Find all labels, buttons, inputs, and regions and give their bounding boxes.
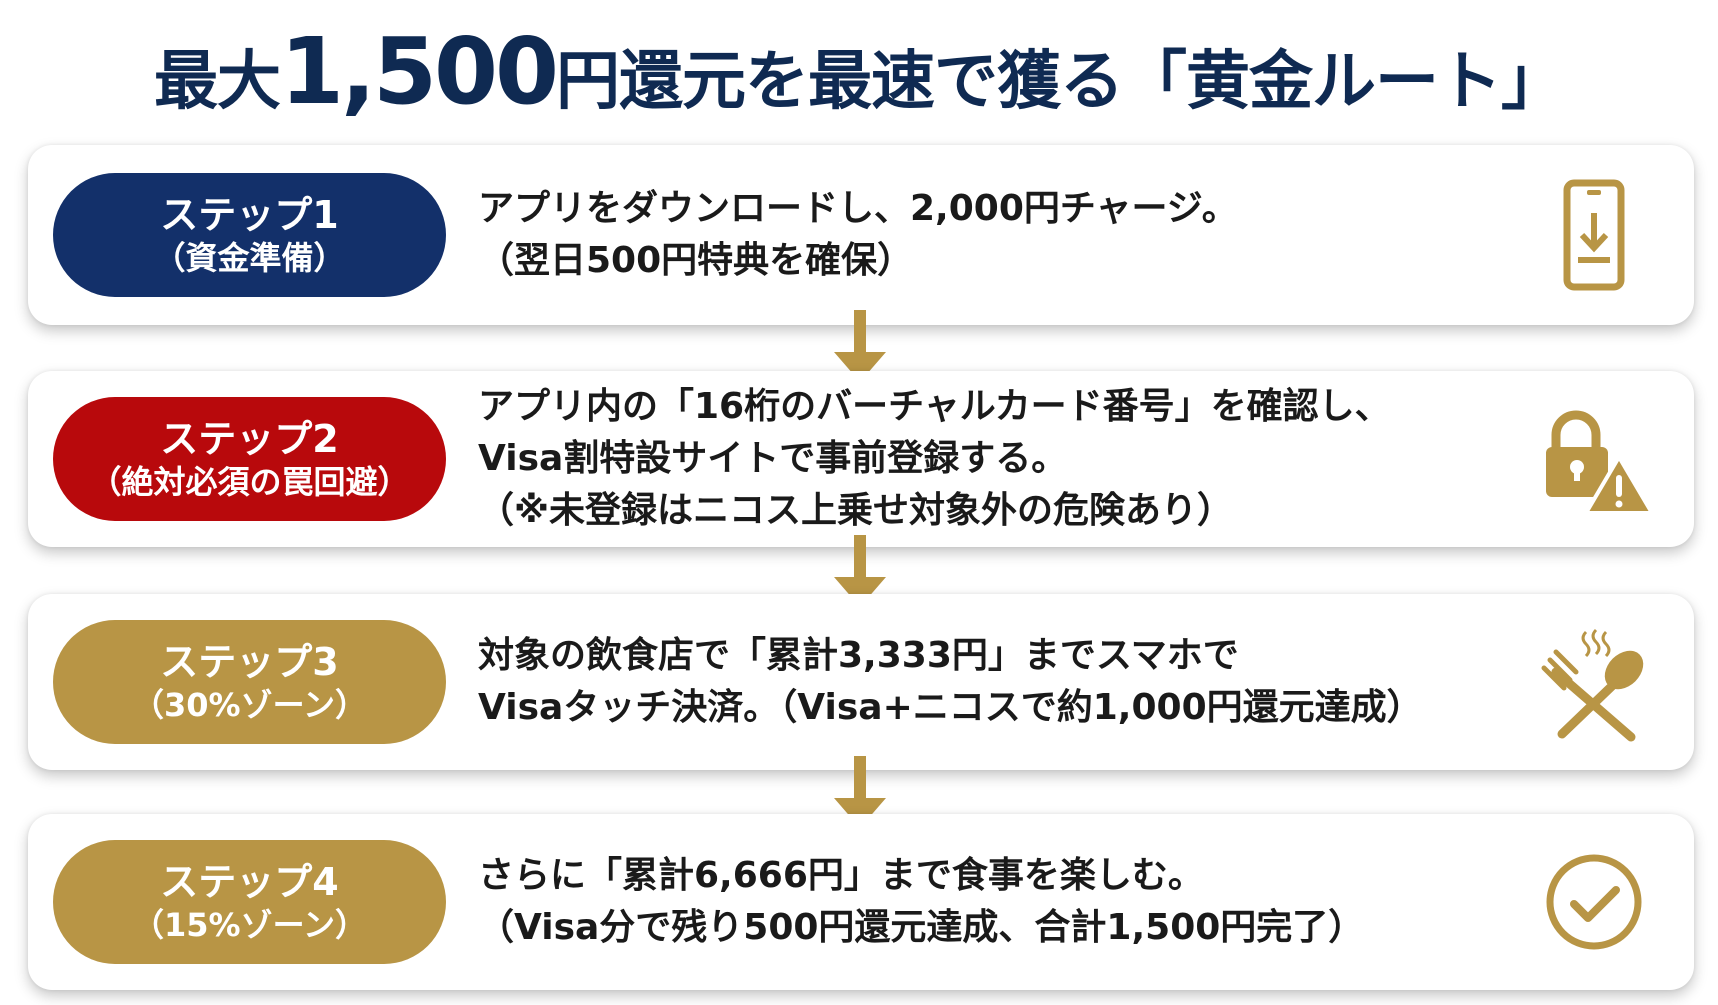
step-badge-3: ステップ3 （30%ゾーン） bbox=[53, 620, 446, 744]
step-line: （翌日500円特典を確保） bbox=[478, 240, 914, 281]
step-label: ステップ4 bbox=[160, 860, 339, 904]
step-sublabel: （資金準備） bbox=[153, 239, 346, 277]
step-line: さらに「累計6,666円」まで食事を楽しむ。 bbox=[478, 855, 1204, 896]
step-card-3: ステップ3 （30%ゾーン） 対象の飲食店で「累計3,333円」までスマホで V… bbox=[28, 594, 1694, 770]
arrow-down-icon bbox=[834, 310, 886, 382]
step-sublabel: （15%ゾーン） bbox=[132, 906, 367, 944]
arrow-down-icon bbox=[834, 756, 886, 828]
arrow-down-icon bbox=[834, 535, 886, 607]
step-sublabel: （絶対必須の罠回避） bbox=[89, 463, 410, 501]
step-description: アプリ内の「16桁のバーチャルカード番号」を確認し、 Visa割特設サイトで事前… bbox=[478, 381, 1391, 537]
step-label: ステップ3 bbox=[160, 640, 339, 684]
lock-warning-icon bbox=[1546, 410, 1654, 515]
step-label: ステップ2 bbox=[160, 417, 339, 461]
step-description: さらに「累計6,666円」まで食事を楽しむ。 （Visa分で残り500円還元達成… bbox=[478, 850, 1364, 954]
step-line: （※未登録はニコス上乗せ対象外の危険あり） bbox=[478, 490, 1233, 531]
fork-spoon-icon bbox=[1541, 628, 1644, 742]
step-card-2: ステップ2 （絶対必須の罠回避） アプリ内の「16桁のバーチャルカード番号」を確… bbox=[28, 371, 1694, 547]
check-circle-icon bbox=[1546, 854, 1642, 950]
step-description: 対象の飲食店で「累計3,333円」までスマホで Visaタッチ決済。（Visa+… bbox=[478, 630, 1423, 734]
step-sublabel: （30%ゾーン） bbox=[132, 686, 367, 724]
step-line: Visa割特設サイトで事前登録する。 bbox=[478, 438, 1068, 479]
step-label: ステップ1 bbox=[160, 193, 339, 237]
title-prefix: 最大 bbox=[153, 45, 281, 119]
step-card-4: ステップ4 （15%ゾーン） さらに「累計6,666円」まで食事を楽しむ。 （V… bbox=[28, 814, 1694, 990]
page-title: 最大1,500円還元を最速で獲る「黄金ルート」 bbox=[0, 18, 1718, 125]
step-badge-4: ステップ4 （15%ゾーン） bbox=[53, 840, 446, 964]
title-suffix: 円還元を最速で獲る「黄金ルート」 bbox=[556, 45, 1565, 119]
step-line: 対象の飲食店で「累計3,333円」までスマホで bbox=[478, 635, 1239, 676]
step-badge-1: ステップ1 （資金準備） bbox=[53, 173, 446, 297]
step-line: アプリをダウンロードし、2,000円チャージ。 bbox=[478, 188, 1238, 229]
step-line: アプリ内の「16桁のバーチャルカード番号」を確認し、 bbox=[478, 386, 1391, 427]
step-badge-2: ステップ2 （絶対必須の罠回避） bbox=[53, 397, 446, 521]
step-line: （Visa分で残り500円還元達成、合計1,500円完了） bbox=[478, 907, 1365, 948]
step-line: Visaタッチ決済。（Visa+ニコスで約1,000円還元達成） bbox=[478, 687, 1423, 728]
phone-download-icon bbox=[1563, 179, 1625, 291]
step-description: アプリをダウンロードし、2,000円チャージ。 （翌日500円特典を確保） bbox=[478, 183, 1238, 287]
title-amount: 1,500 bbox=[279, 18, 559, 125]
step-card-1: ステップ1 （資金準備） アプリをダウンロードし、2,000円チャージ。 （翌日… bbox=[28, 145, 1694, 325]
